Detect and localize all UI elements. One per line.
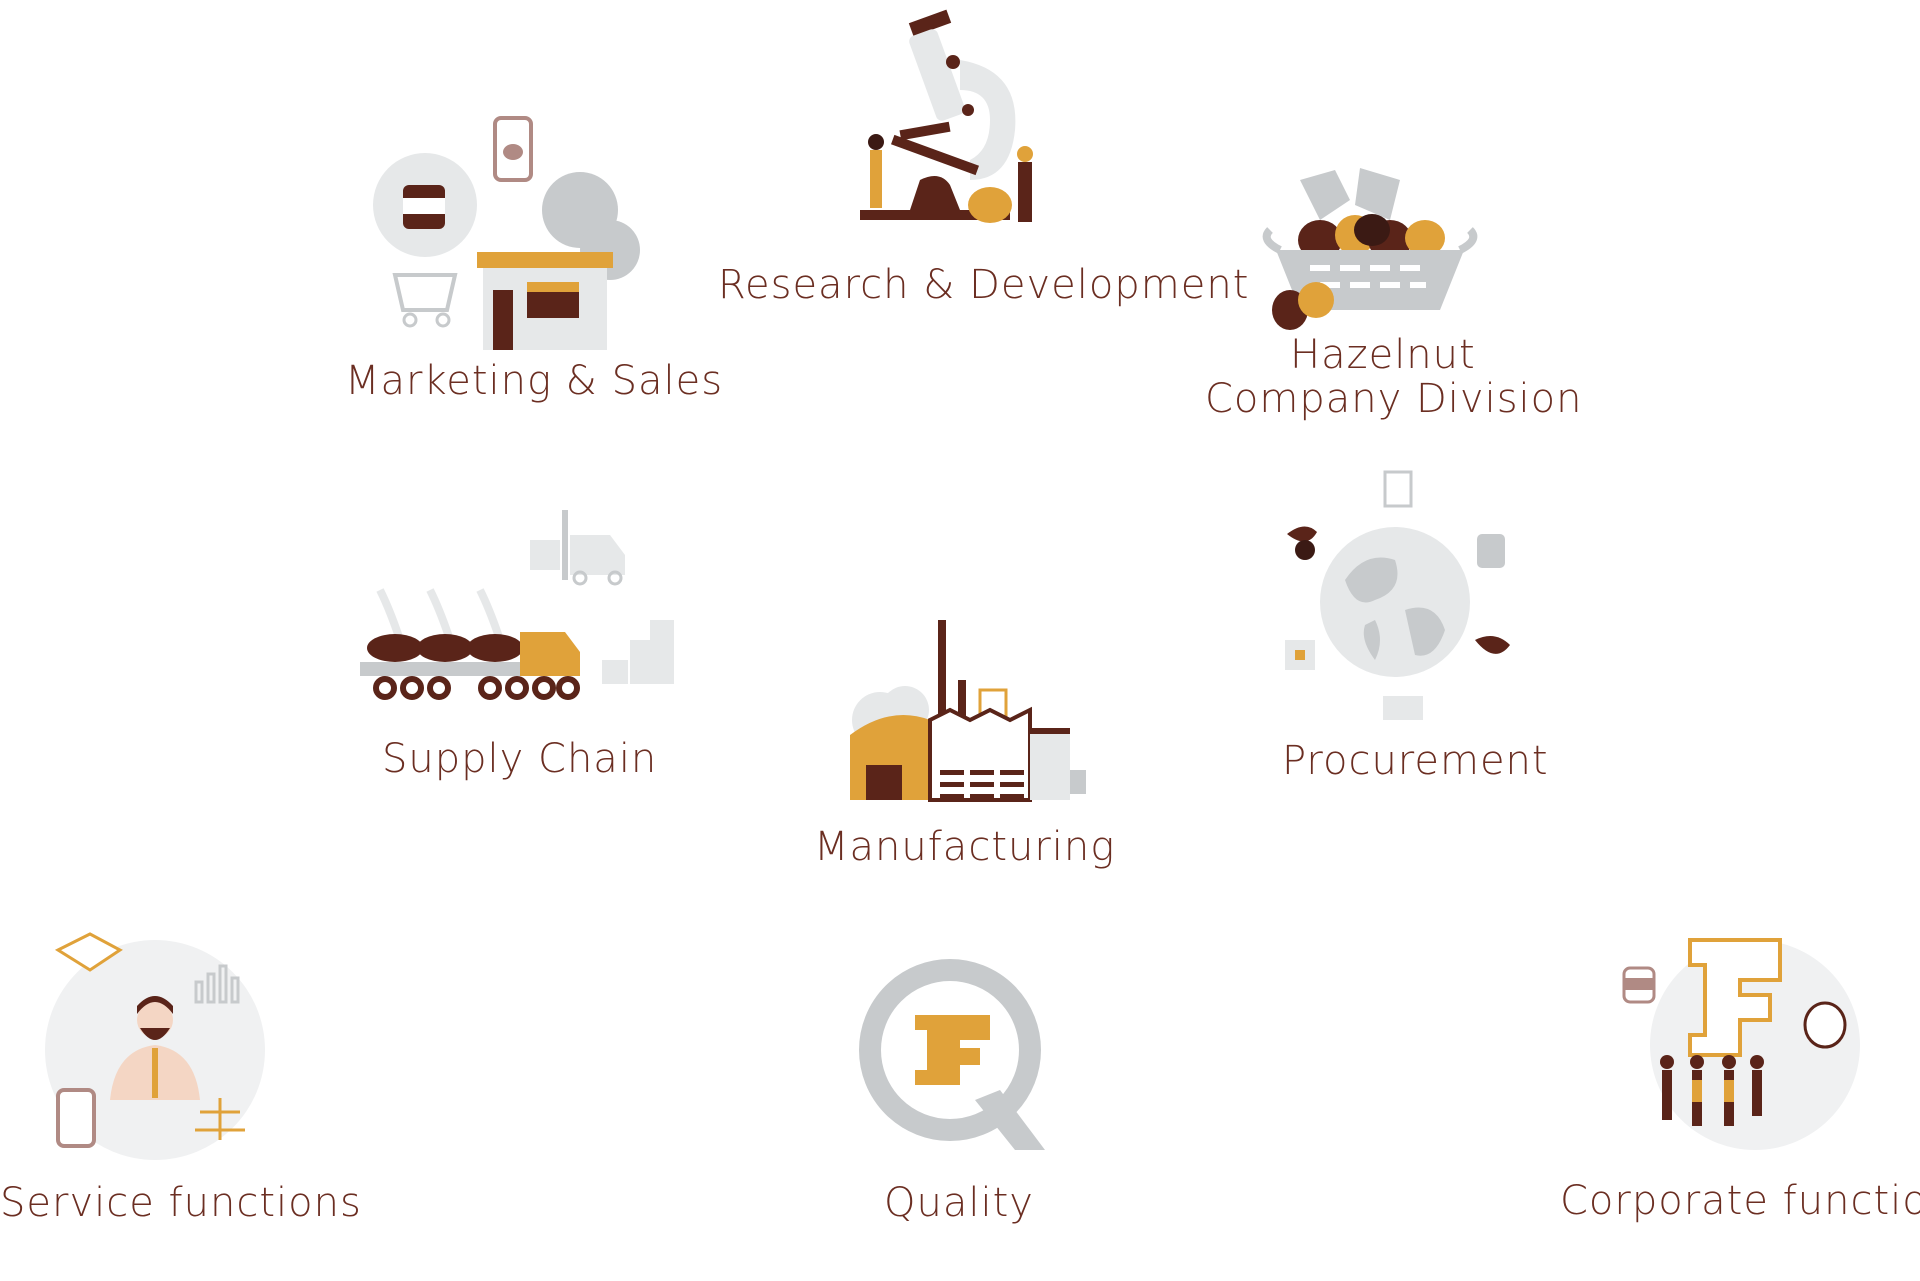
- research-development-tile[interactable]: Research & Development: [710, 9, 1248, 310]
- service-functions-tile[interactable]: Service functions: [0, 930, 361, 1230]
- supply-chain-label: Supply Chain: [382, 736, 658, 782]
- corporate-functions-label: Corporate functions: [1560, 1178, 1920, 1224]
- marketing-sales-tile[interactable]: Marketing & Sales: [340, 110, 722, 410]
- hazelnut-basket-icon: [1262, 168, 1478, 330]
- corporate-functions-tile[interactable]: Corporate functions: [1550, 920, 1920, 1230]
- research-development-label: Research & Development: [718, 262, 1250, 308]
- procurement-label: Procurement: [1282, 738, 1549, 784]
- service-functions-label: Service functions: [0, 1180, 362, 1226]
- hazelnut-division-label-line2: Company Division: [1205, 376, 1583, 422]
- globe-icon: [1285, 470, 1510, 720]
- truck-icon: [360, 510, 674, 700]
- hazelnut-division-tile[interactable]: Hazelnut Company Division: [1190, 160, 1581, 430]
- factory-icon: [850, 620, 1086, 802]
- manufacturing-tile[interactable]: Manufacturing: [800, 610, 1120, 870]
- hazelnut-division-label-line1: Hazelnut: [1290, 332, 1476, 378]
- procurement-tile[interactable]: Procurement: [1250, 470, 1550, 790]
- quality-tile[interactable]: Quality: [830, 959, 1080, 1230]
- marketing-sales-label: Marketing & Sales: [345, 358, 724, 404]
- store-icon: [373, 116, 640, 350]
- microscope-icon: [860, 9, 1033, 223]
- businessman-icon: [45, 932, 265, 1160]
- supply-chain-tile[interactable]: Supply Chain: [330, 500, 690, 790]
- quality-label: Quality: [884, 1180, 1034, 1226]
- manufacturing-label: Manufacturing: [814, 824, 1116, 870]
- team-logo-icon: [1622, 938, 1860, 1150]
- quality-q-icon: [859, 959, 1045, 1150]
